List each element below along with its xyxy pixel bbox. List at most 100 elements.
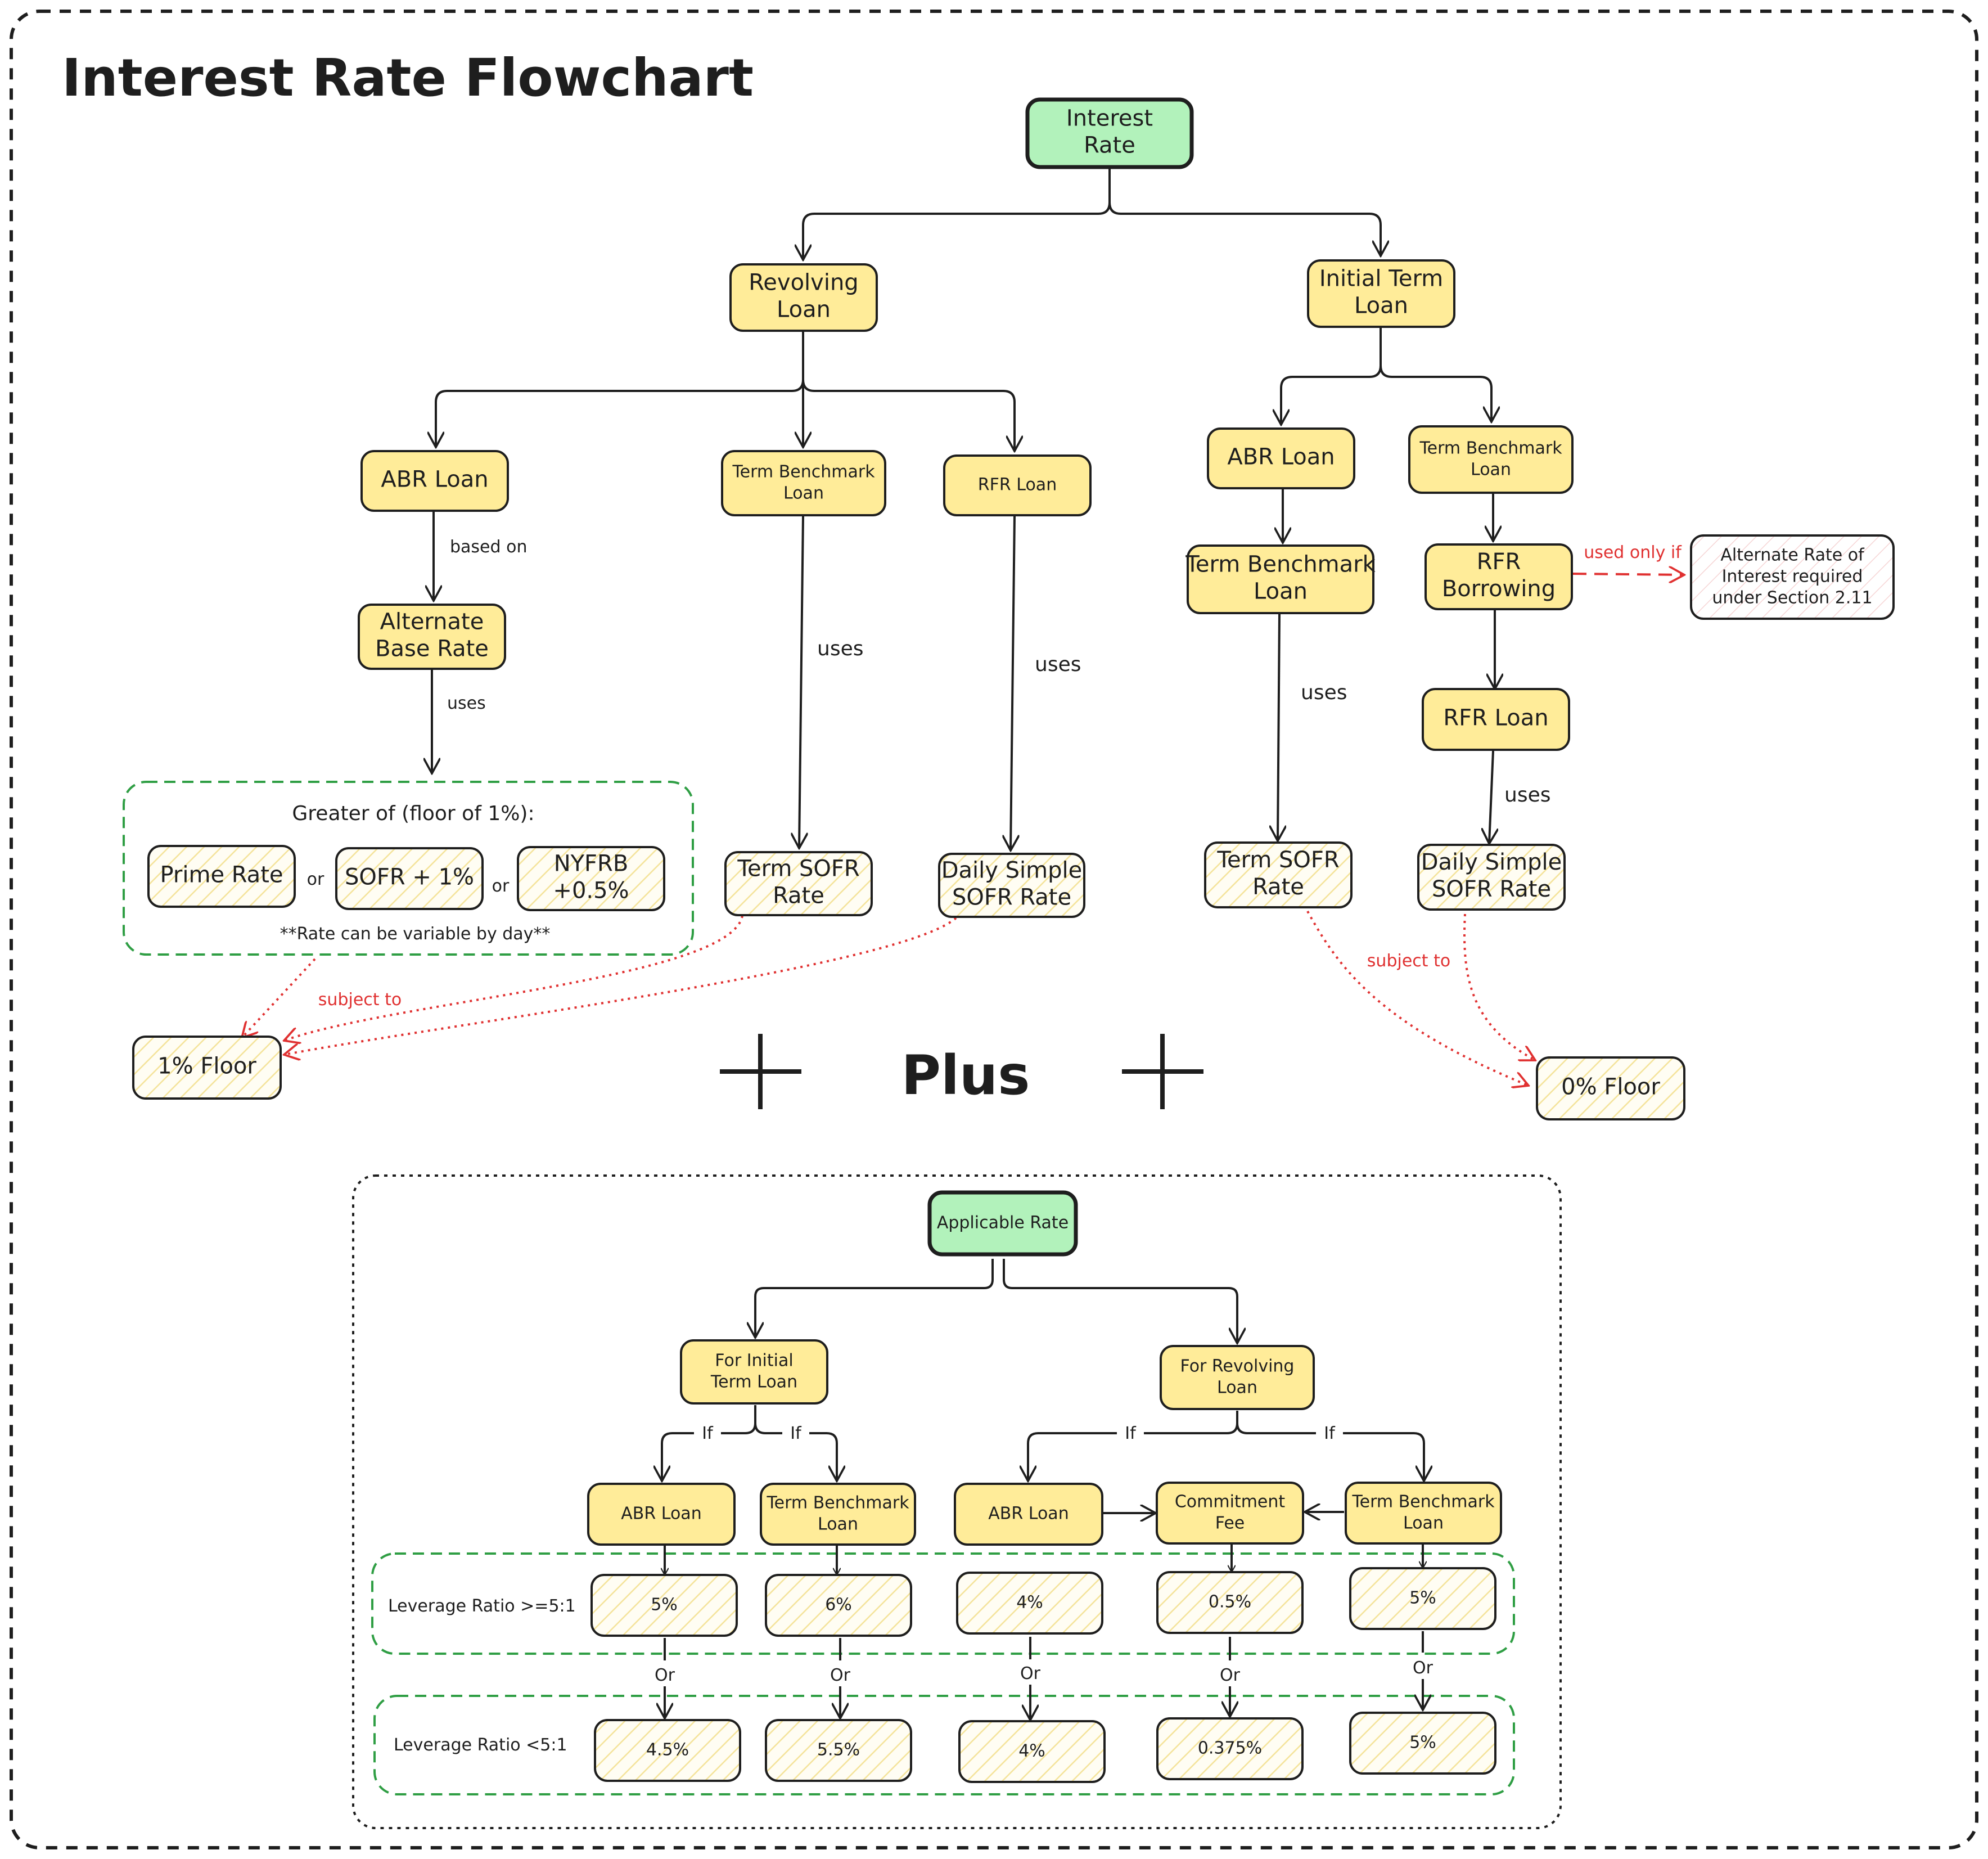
applicable-rate-node-shape bbox=[927, 1190, 1078, 1257]
or-label-1-background bbox=[651, 1665, 678, 1685]
alternate-rate-of-interest-node-label: under Section 2.11 bbox=[1712, 588, 1872, 607]
alternate-rate-of-interest-node-label: Interest required bbox=[1722, 566, 1863, 586]
rate-low-4-node-label: 0.375% bbox=[1198, 1738, 1262, 1758]
term-sofr-rate-left-node-shape bbox=[724, 851, 873, 916]
or-label-5: Or bbox=[1413, 1658, 1433, 1678]
term-abr-loan-node: ABR Loan bbox=[1207, 427, 1355, 489]
rev-term-benchmark-loan-node-shape bbox=[721, 450, 886, 516]
rate-low-5-node: 5% bbox=[1349, 1712, 1496, 1775]
rev-rfr-loan-node-label: RFR Loan bbox=[978, 475, 1057, 494]
term-abr-loan-node-shape bbox=[1207, 427, 1355, 489]
prime-rate-node: Prime Rate bbox=[147, 845, 296, 908]
edge-app-rate-to-revolving bbox=[1003, 1259, 1237, 1343]
for-initial-term-loan-node-label: Term Loan bbox=[710, 1372, 797, 1392]
leverage-high-container bbox=[371, 1552, 1515, 1655]
rate-high-1-node-label: 5% bbox=[651, 1595, 678, 1614]
or-label-2: or bbox=[492, 876, 510, 896]
or-label-1: or bbox=[307, 870, 324, 889]
rate-high-1-node-shape bbox=[590, 1574, 738, 1637]
edge-rfr-loan-to-daily-sofr bbox=[1489, 750, 1493, 844]
edge-revolving-to-abr2 bbox=[1028, 1411, 1238, 1481]
greater-of-title: Greater of (floor of 1%): bbox=[292, 802, 534, 825]
rate-low-2-node-label: 5.5% bbox=[817, 1740, 860, 1759]
edge-rev-tb-to-term-sofr bbox=[799, 516, 803, 848]
rev-rfr-loan-node: RFR Loan bbox=[943, 454, 1092, 516]
daily-simple-sofr-left-node-label: Daily Simple bbox=[941, 858, 1083, 884]
based-on-label: based on bbox=[450, 537, 527, 557]
applicable-rate-node-label: Applicable Rate bbox=[937, 1213, 1069, 1232]
prime-rate-node-label: Prime Rate bbox=[160, 862, 283, 888]
for-initial-term-loan-node-shape bbox=[680, 1339, 828, 1405]
or-label-2: Or bbox=[830, 1666, 851, 1685]
edge-rfr-borrowing-to-alternate bbox=[1572, 574, 1684, 575]
subject-to-left-label: subject to bbox=[318, 990, 402, 1010]
uses-label-rfr-left: uses bbox=[1035, 653, 1081, 676]
term-term-benchmark-loan-node-shape bbox=[1408, 425, 1574, 494]
interest-rate-node-label: Interest bbox=[1066, 106, 1153, 132]
edge-app-rate-to-initial bbox=[755, 1259, 994, 1338]
leverage-high-label: Leverage Ratio >=5:1 bbox=[388, 1596, 576, 1616]
uses-label-abr: uses bbox=[447, 694, 486, 713]
for-initial-term-loan-node-label: For Initial bbox=[715, 1351, 793, 1370]
edge-daily-sofr-to-1pct-floor bbox=[284, 917, 957, 1055]
rev-term-benchmark-loan-node-label: Term Benchmark bbox=[732, 462, 875, 481]
daily-simple-sofr-right-node-label: Daily Simple bbox=[1421, 849, 1562, 875]
leverage-low-container bbox=[373, 1695, 1515, 1795]
edge-initial-term-to-term-tb bbox=[1380, 365, 1491, 422]
if-label-2-background bbox=[782, 1423, 809, 1443]
used-only-if-label: used only if bbox=[1584, 543, 1682, 562]
alternate-base-rate-node-shape bbox=[358, 604, 506, 670]
if-label-4-background bbox=[1316, 1423, 1343, 1443]
commitment-fee-node-shape bbox=[1156, 1482, 1304, 1545]
revolving-loan-node-label: Loan bbox=[777, 297, 831, 323]
for-revolving-loan-node-label: For Revolving bbox=[1180, 1356, 1295, 1376]
rate-low-4-node-shape bbox=[1156, 1717, 1304, 1780]
rate-high-5-node-shape bbox=[1349, 1567, 1496, 1630]
initial-term-loan-node-shape bbox=[1307, 259, 1455, 328]
rate-low-1-node-shape bbox=[594, 1719, 741, 1782]
greater-of-container bbox=[123, 781, 694, 956]
rev-rfr-loan-node-shape bbox=[943, 454, 1092, 516]
rate-low-2-node: 5.5% bbox=[765, 1719, 912, 1782]
rate-high-3-node: 4% bbox=[956, 1572, 1103, 1635]
app-abr-loan-1-node-shape bbox=[587, 1483, 736, 1546]
or-label-3-background bbox=[1017, 1663, 1044, 1684]
initial-term-loan-node-label: Initial Term bbox=[1319, 266, 1443, 292]
applicable-rate-node: Applicable Rate bbox=[927, 1190, 1078, 1257]
rfr-borrowing-node-shape bbox=[1424, 543, 1573, 610]
or-label-4: Or bbox=[1220, 1666, 1241, 1685]
rate-low-4-node: 0.375% bbox=[1156, 1717, 1304, 1780]
rate-high-1-node: 5% bbox=[590, 1574, 738, 1637]
sofr-plus-1-node-shape bbox=[335, 847, 484, 910]
alternate-rate-of-interest-node-label: Alternate Rate of bbox=[1720, 545, 1865, 565]
applicable-rate-container bbox=[352, 1174, 1562, 1829]
rate-low-2-node-shape bbox=[765, 1719, 912, 1782]
edge-initial-term-to-term-abr bbox=[1281, 328, 1382, 425]
if-label-4: If bbox=[1324, 1424, 1336, 1443]
initial-term-loan-node-label: Loan bbox=[1354, 293, 1408, 319]
revolving-loan-node-label: Revolving bbox=[749, 270, 858, 296]
page-title: Interest Rate Flowchart bbox=[62, 48, 754, 108]
term-sofr-rate-right-node-shape bbox=[1204, 841, 1353, 908]
red-connectors bbox=[242, 574, 1684, 1086]
term-rfr-loan-node-label: RFR Loan bbox=[1443, 705, 1548, 731]
zero-pct-floor-node: 0% Floor bbox=[1536, 1056, 1685, 1120]
term-term-benchmark-loan-node-label: Loan bbox=[1471, 460, 1511, 479]
rate-low-3-node-label: 4% bbox=[1018, 1741, 1045, 1761]
commitment-fee-node-label: Fee bbox=[1215, 1513, 1245, 1533]
nyfrb-node-label: NYFRB bbox=[554, 851, 629, 877]
if-label-3: If bbox=[1125, 1424, 1137, 1443]
rfr-borrowing-node-label: Borrowing bbox=[1442, 576, 1556, 602]
app-abr-loan-2-node-label: ABR Loan bbox=[988, 1504, 1069, 1523]
or-label-4-background bbox=[1216, 1665, 1243, 1685]
variable-note: **Rate can be variable by day** bbox=[280, 924, 551, 944]
